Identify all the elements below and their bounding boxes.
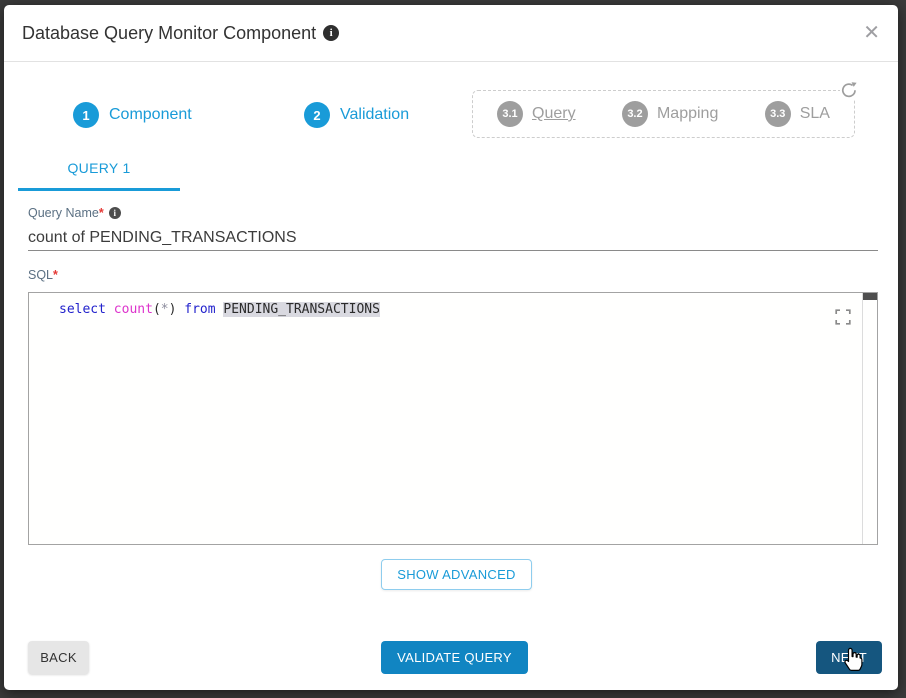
query-name-label-text: Query Name bbox=[28, 206, 99, 220]
fullscreen-icon[interactable] bbox=[835, 309, 851, 325]
sql-token: ( bbox=[152, 302, 161, 317]
step-validation[interactable]: 2 Validation bbox=[304, 102, 409, 128]
substep-query[interactable]: 3.1 Query bbox=[497, 101, 576, 127]
substep-mapping-number: 3.2 bbox=[621, 101, 648, 127]
validate-query-button[interactable]: VALIDATE QUERY bbox=[381, 641, 528, 674]
page-title: Database Query Monitor Component i bbox=[22, 5, 340, 62]
tab-query-1[interactable]: QUERY 1 bbox=[18, 151, 180, 191]
step-component-label: Component bbox=[109, 106, 192, 123]
dialog-header: Database Query Monitor Component i ✕ bbox=[4, 5, 898, 62]
sql-code-line: select count(*) from PENDING_TRANSACTION… bbox=[59, 302, 380, 332]
required-asterisk: * bbox=[53, 268, 58, 282]
step-component[interactable]: 1 Component bbox=[73, 102, 192, 128]
close-icon[interactable]: ✕ bbox=[863, 22, 880, 44]
sql-label-text: SQL bbox=[28, 268, 54, 282]
show-advanced-button[interactable]: SHOW ADVANCED bbox=[381, 559, 532, 590]
sql-label: SQL* bbox=[28, 268, 58, 282]
sql-token: select bbox=[59, 302, 106, 317]
required-asterisk: * bbox=[98, 206, 104, 220]
substep-sla-label: SLA bbox=[799, 105, 830, 122]
query-name-info-icon[interactable]: i bbox=[108, 206, 121, 219]
database-query-monitor-dialog: Database Query Monitor Component i ✕ 1 Co… bbox=[4, 5, 898, 690]
sql-token-highlighted: PENDING_TRANSACTIONS bbox=[223, 302, 380, 317]
substep-sla-number: 3.3 bbox=[764, 101, 791, 127]
sql-token: from bbox=[184, 302, 216, 317]
info-icon[interactable]: i bbox=[323, 24, 340, 41]
step-validation-number: 2 bbox=[304, 102, 330, 128]
step-validation-label: Validation bbox=[340, 106, 410, 123]
scrollbar-thumb[interactable] bbox=[863, 293, 877, 300]
sql-token bbox=[106, 302, 114, 317]
substep-group: 3.1 Query 3.2 Mapping 3.3 SLA bbox=[472, 90, 855, 138]
query-name-label: Query Name* i bbox=[28, 206, 121, 220]
query-name-input[interactable] bbox=[28, 225, 878, 251]
refresh-icon[interactable] bbox=[840, 81, 858, 99]
sql-token: count bbox=[113, 302, 153, 317]
sql-editor[interactable]: select count(*) from PENDING_TRANSACTION… bbox=[28, 292, 878, 545]
step-component-number: 1 bbox=[73, 102, 99, 128]
next-button[interactable]: NEXT bbox=[816, 641, 882, 674]
substep-mapping: 3.2 Mapping bbox=[621, 101, 719, 127]
substep-sla: 3.3 SLA bbox=[764, 101, 830, 127]
sql-editor-scrollbar[interactable] bbox=[862, 293, 877, 544]
substep-query-number: 3.1 bbox=[497, 101, 523, 127]
substep-mapping-label: Mapping bbox=[656, 105, 719, 122]
page-title-text: Database Query Monitor Component bbox=[22, 23, 317, 43]
back-button[interactable]: BACK bbox=[28, 641, 89, 674]
substep-query-label[interactable]: Query bbox=[532, 105, 576, 122]
sql-token: * bbox=[160, 302, 169, 317]
sql-token: ) bbox=[168, 302, 177, 317]
